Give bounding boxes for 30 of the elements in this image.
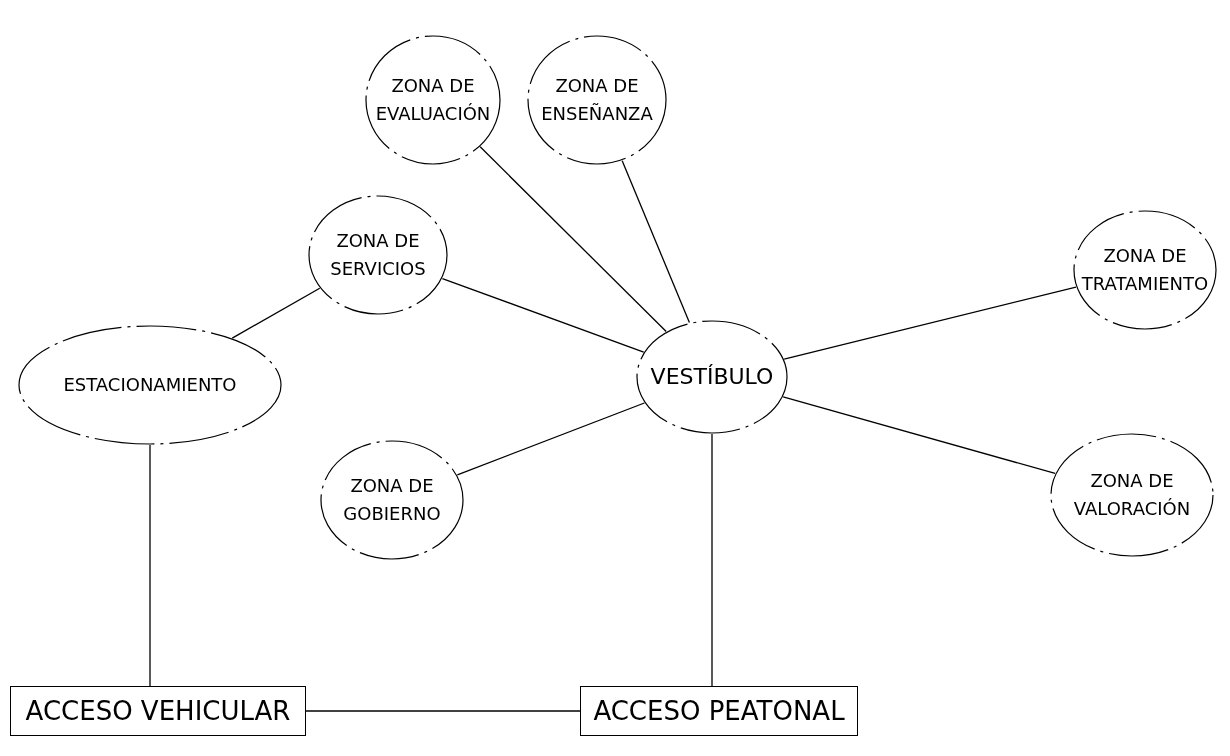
- connector-line: [149, 444, 151, 687]
- connector-line: [305, 710, 581, 712]
- connector-line: [456, 402, 645, 476]
- zone-label: ZONA DE SERVICIOS: [329, 229, 427, 281]
- connector-line: [711, 433, 713, 687]
- connector-line: [479, 146, 667, 333]
- zone-label: ZONA DE VALORACIÓN: [1072, 469, 1192, 521]
- zone-ellipse: [1050, 433, 1214, 557]
- access-box: [10, 686, 306, 736]
- zone-ellipse: [527, 35, 667, 165]
- zone-label: ACCESO PEATONAL: [593, 694, 845, 728]
- access-box: [580, 686, 858, 736]
- zone-label: ZONA DE ENSEÑANZA: [540, 74, 654, 126]
- zone-label: ESTACIONAMIENTO: [63, 373, 237, 398]
- zone-label: ZONA DE EVALUACIÓN: [374, 74, 492, 126]
- connector-line: [783, 286, 1077, 360]
- zone-ellipse: [320, 440, 464, 560]
- zone-label: ZONA DE GOBIERNO: [342, 474, 442, 526]
- zone-ellipse: [308, 195, 448, 315]
- zone-ellipse: [636, 320, 788, 434]
- zone-ellipse: [365, 35, 501, 165]
- connector-line: [231, 287, 321, 339]
- zone-ellipse: [1073, 210, 1217, 330]
- zone-label: ACCESO VEHICULAR: [25, 694, 291, 728]
- zone-ellipse: [18, 325, 282, 445]
- zone-label: ZONA DE TRATAMIENTO: [1080, 244, 1210, 296]
- connector-line: [441, 277, 645, 353]
- connector-line: [782, 396, 1056, 475]
- connector-line: [621, 160, 691, 324]
- zone-label: VESTÍBULO: [650, 362, 774, 391]
